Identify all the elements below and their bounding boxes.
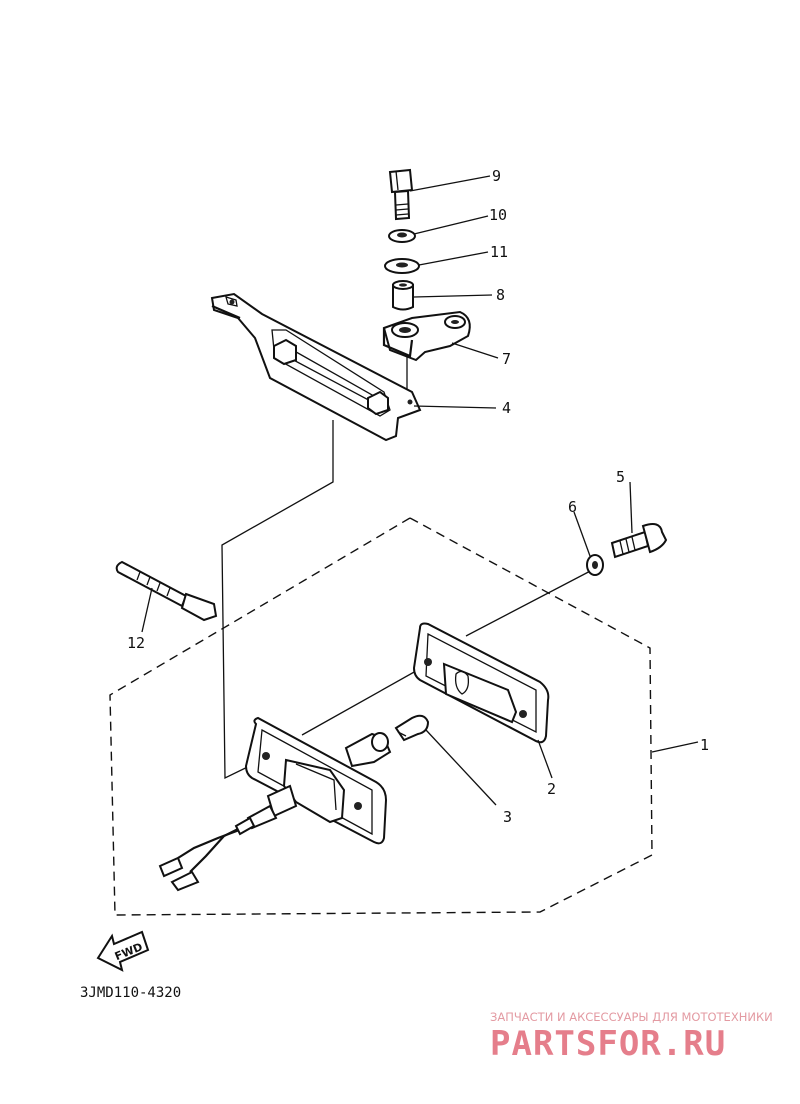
washer-11 [384, 258, 420, 274]
lens-2 [412, 622, 550, 744]
collar-8 [392, 280, 414, 311]
leader-lines [141, 175, 699, 806]
callout-12: 12 [127, 634, 145, 652]
callout-10: 10 [489, 206, 507, 224]
callout-5: 5 [616, 468, 625, 486]
callout-7: 7 [502, 350, 511, 368]
cable-tie-12 [115, 560, 218, 622]
lamp-housing [158, 716, 392, 892]
watermark-tagline: ЗАПЧАСТИ И АКСЕССУАРЫ ДЛЯ МОТОТЕХНИКИ [490, 1010, 773, 1024]
bracket-arm-7 [382, 310, 471, 362]
callout-2: 2 [547, 780, 556, 798]
forward-arrow-icon: FWD [96, 930, 150, 972]
screw-5 [610, 523, 668, 559]
callout-labels: 9 10 11 8 7 4 5 6 12 1 2 3 [127, 167, 709, 826]
callout-4: 4 [502, 399, 511, 417]
bulb-3 [394, 714, 430, 742]
spring-washer-10 [388, 229, 416, 243]
callout-3: 3 [503, 808, 512, 826]
bolt-9 [388, 168, 414, 221]
callout-11: 11 [490, 243, 508, 261]
watermark: ЗАПЧАСТИ И АКСЕССУАРЫ ДЛЯ МОТОТЕХНИКИ PA… [490, 1010, 773, 1064]
washer-6 [586, 554, 604, 576]
watermark-brand: PARTSFOR.RU [490, 1024, 726, 1064]
callout-6: 6 [568, 498, 577, 516]
mounting-bracket-4 [210, 292, 422, 442]
callout-8: 8 [496, 286, 505, 304]
drawing-code: 3JMD110-4320 [80, 985, 181, 1001]
assembly-outline [109, 517, 653, 916]
callout-9: 9 [492, 167, 501, 185]
callout-1: 1 [700, 736, 709, 754]
